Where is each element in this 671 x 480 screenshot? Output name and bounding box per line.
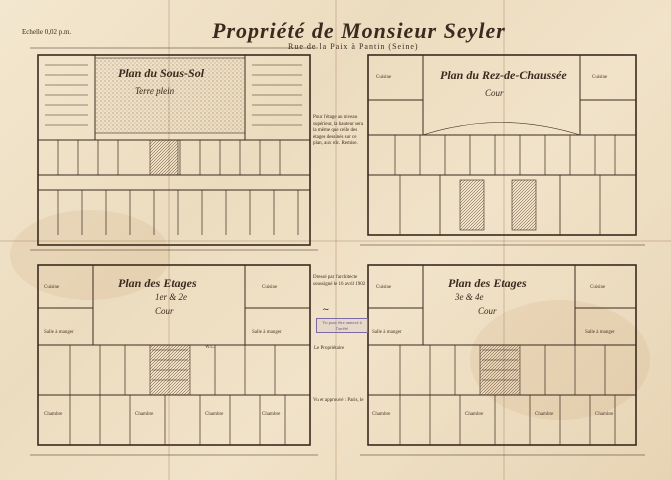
architect-note: Dressé par l'architecte soussigné le 16 … <box>313 275 366 287</box>
room-label: Cuisine <box>44 285 60 290</box>
room-label: Chambre <box>595 412 614 417</box>
plan-title-etages-3: Plan des Etages <box>448 276 527 290</box>
plan-title-etages-1: Plan des Etages <box>118 276 197 290</box>
room-label: Chambre <box>44 412 63 417</box>
center-note: Pour l'étage au niveau supérieur, la hau… <box>313 115 364 146</box>
room-label: Salle à manger <box>585 330 615 335</box>
scale-label: Echelle 0,02 p.m. <box>22 28 72 36</box>
owner-label: Le Propriétaire <box>314 346 345 351</box>
room-label: Chambre <box>135 412 154 417</box>
plan-sub-rdc: Cour <box>485 88 504 98</box>
plan-sub-etages-1: 1er & 2e <box>155 292 187 302</box>
room-label: Chambre <box>205 412 224 417</box>
room-label: Cuisine <box>262 285 278 290</box>
room-label: Chambre <box>465 412 484 417</box>
plan-sub-sous-sol: Terre plein <box>135 86 175 96</box>
room-label: W.C. <box>205 345 216 350</box>
fold-line <box>503 0 505 480</box>
room-label: Salle à manger <box>44 330 74 335</box>
plan-sous-sol <box>30 47 318 251</box>
room-label: Cuisine <box>376 75 392 80</box>
room-label: Cuisine <box>376 285 392 290</box>
plan-rez-de-chaussee <box>360 54 645 246</box>
signature: ~ <box>322 305 330 315</box>
plan-title-rdc: Plan du Rez-de-Chaussée <box>440 68 567 82</box>
fold-line <box>0 240 671 242</box>
bottom-note: Vu et approuvé : Paris, le <box>313 398 364 403</box>
room-label: Cuisine <box>592 75 608 80</box>
fold-line <box>335 0 337 480</box>
room-label: Chambre <box>262 412 281 417</box>
paper-stain <box>10 210 170 300</box>
room-label: Salle à manger <box>372 330 402 335</box>
plan-court-etages-3: Cour <box>478 306 497 316</box>
room-label: Cuisine <box>590 285 606 290</box>
fold-line <box>168 0 170 480</box>
plan-sub-etages-3: 3e & 4e <box>455 292 484 302</box>
room-label: Chambre <box>372 412 391 417</box>
stair-hatching <box>152 349 518 381</box>
plan-title-sous-sol: Plan du Sous-Sol <box>118 66 205 80</box>
plan-court-etages-1: Cour <box>155 306 174 316</box>
room-label: Salle à manger <box>252 330 282 335</box>
sheet-title: Propriété de Monsieur Seyler <box>212 18 506 43</box>
sheet-subtitle: Rue de la Paix à Pantin (Seine) <box>288 42 419 51</box>
approval-stamp: Vu pour être annexé à l'arrêté <box>316 318 368 333</box>
room-label: Chambre <box>535 412 554 417</box>
